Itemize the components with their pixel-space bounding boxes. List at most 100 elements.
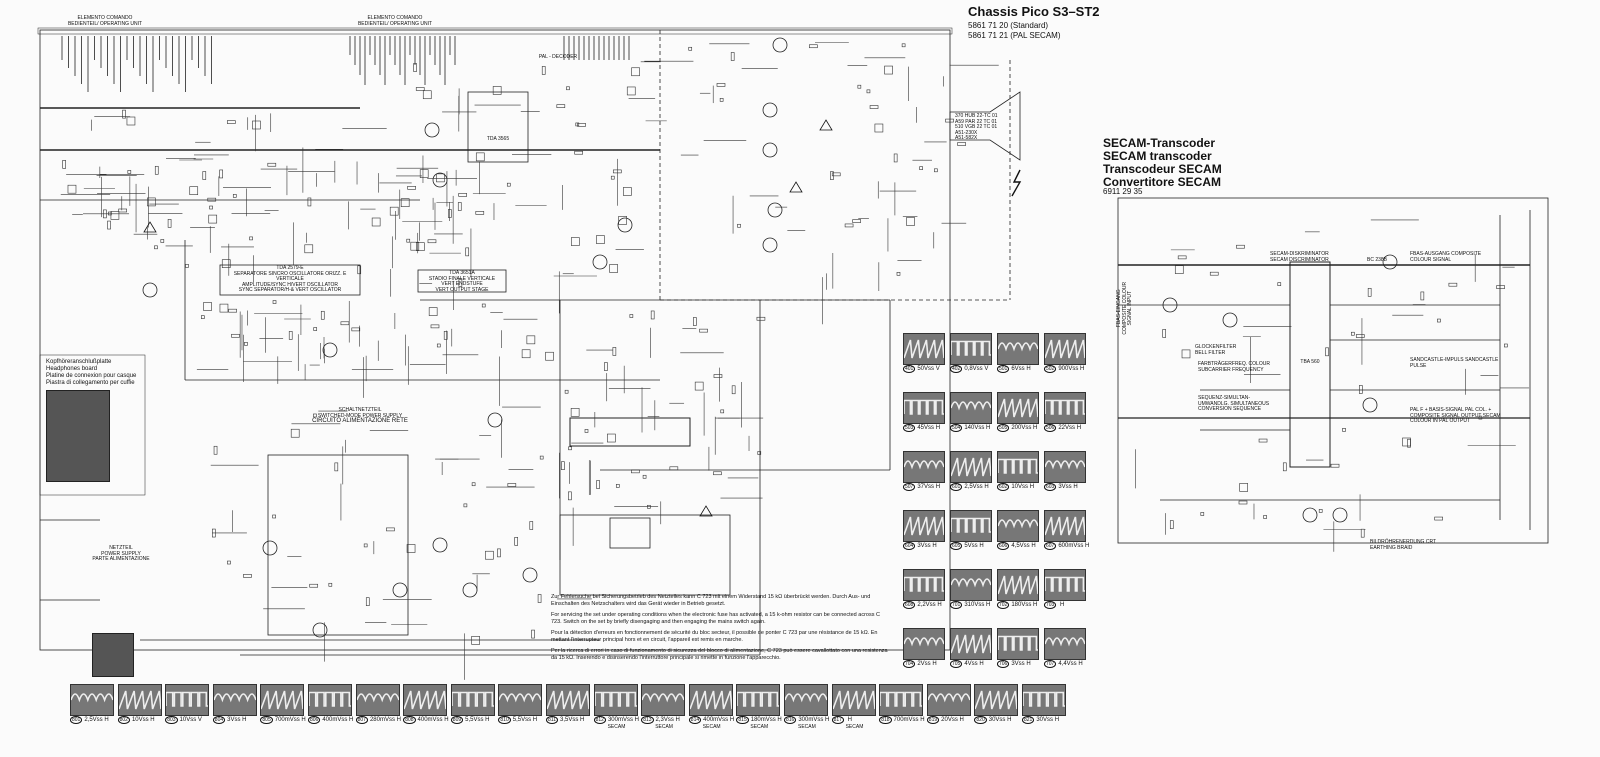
waveform-amplitude: 30Vss bbox=[1036, 717, 1055, 723]
waveform-813 bbox=[641, 684, 686, 716]
waveform-timebase: H bbox=[104, 717, 109, 723]
waveform-number: 821 bbox=[1022, 716, 1035, 724]
crt-type-list: 370 HUB 22-TC 01 A59 PAR 22 TC 01 510 VG… bbox=[955, 113, 1015, 142]
waveform-amplitude: 310Vss bbox=[964, 602, 987, 608]
smps-block: SCHALTNETZTEIL SWITCHED-MODE POWER SUPPL… bbox=[300, 407, 420, 425]
tda3651-de: VERT ENDSTUFE bbox=[441, 281, 483, 287]
crt-type: A59 PAR 22 TC 01 bbox=[955, 118, 998, 125]
waveform-amplitude: 4,4Vss bbox=[1058, 661, 1079, 667]
waveform-amplitude: 0,8Vss bbox=[964, 366, 985, 372]
waveform-timebase: H bbox=[349, 717, 354, 723]
crt-type: A51-230X bbox=[955, 129, 978, 136]
waveform-amplitude: 30Vss bbox=[988, 717, 1008, 723]
waveform-number: 810 bbox=[498, 716, 511, 724]
waveform-501 bbox=[997, 333, 1039, 365]
waveform-number: 502 bbox=[1044, 365, 1057, 373]
waveform-timebase: H bbox=[979, 661, 984, 667]
operating-unit-label-1: ELEMENTO COMANDO BEDIENTEIL/ OPERATING U… bbox=[60, 15, 150, 27]
waveform-timebase: H bbox=[932, 661, 937, 667]
waveform-amplitude: 180Vss bbox=[1011, 602, 1034, 608]
waveform-number: 820 bbox=[974, 716, 987, 724]
waveform-timebase: H bbox=[932, 543, 937, 549]
waveform-number: 702 bbox=[997, 601, 1010, 609]
smps-it: CIRCUITO ALIMENTAZIONE RETE bbox=[312, 418, 408, 424]
waveform-number: 819 bbox=[926, 716, 940, 724]
waveform-amplitude: 200Vss bbox=[1011, 425, 1034, 431]
waveform-timebase: H bbox=[920, 717, 925, 723]
waveform-806 bbox=[308, 684, 352, 716]
waveform-608 bbox=[903, 569, 945, 601]
waveform-amplitude: 180mVss bbox=[750, 717, 778, 723]
tda3651-block: TDA 3651A STADIO FINALE VERTICALE VERT E… bbox=[420, 270, 504, 293]
operating-unit-it: ELEMENTO COMANDO bbox=[367, 15, 423, 21]
secam-transistor-label: BC 238B bbox=[1366, 257, 1387, 263]
waveform-401 bbox=[903, 333, 945, 365]
waveform-label: 703 H bbox=[1044, 601, 1064, 609]
waveform-507 bbox=[903, 451, 945, 483]
chassis-title: Chassis Pico S3–ST2 bbox=[968, 4, 1100, 19]
tda3565-label: TDA 3565 bbox=[486, 136, 510, 142]
waveform-701 bbox=[950, 569, 992, 601]
waveform-timebase: H bbox=[984, 484, 989, 490]
waveform-number: 804 bbox=[212, 716, 226, 724]
waveform-number: 608 bbox=[903, 601, 916, 609]
waveform-timebase: H bbox=[1060, 602, 1065, 608]
waveform-amplitude: 2,3Vss bbox=[655, 717, 676, 723]
waveform-standard: SECAM bbox=[750, 724, 769, 730]
secam-ic-label: TBA 560 bbox=[1300, 359, 1320, 365]
waveform-timebase: H bbox=[1080, 366, 1085, 372]
waveform-timebase: H bbox=[1073, 484, 1078, 490]
waveform-timebase: H bbox=[935, 484, 941, 490]
waveform-819 bbox=[926, 684, 971, 716]
waveform-number: 707 bbox=[1044, 660, 1057, 668]
waveform-timebase: H bbox=[301, 717, 306, 723]
chassis-code-standard: 5861 71 20 (Standard) bbox=[968, 21, 1049, 30]
crt-type: 510 VGB 22 TC 01 bbox=[955, 124, 998, 130]
secam-code: 6911 29 35 bbox=[1103, 187, 1143, 196]
waveform-number: 505 bbox=[997, 424, 1010, 432]
waveform-amplitude: 2,5Vss bbox=[964, 484, 985, 490]
waveform-timebase: H bbox=[935, 425, 941, 431]
waveform-number: 401 bbox=[903, 365, 916, 373]
waveform-805 bbox=[260, 684, 305, 716]
waveform-amplitude: 10Vss bbox=[1011, 484, 1030, 490]
waveform-timebase: H bbox=[1031, 543, 1036, 549]
secam-title-it: Convertitore SECAM bbox=[1103, 175, 1222, 189]
smps-de: SCHALTNETZTEIL bbox=[338, 407, 382, 413]
waveform-timebase: H bbox=[1026, 366, 1031, 372]
waveform-702 bbox=[997, 569, 1039, 601]
waveform-number: 805 bbox=[260, 716, 273, 724]
waveform-706 bbox=[997, 628, 1039, 660]
service-notes: Zur Fehlersuche bei Sicherungsbetrieb de… bbox=[551, 594, 891, 666]
waveform-703 bbox=[1044, 569, 1086, 601]
waveform-timebase: H bbox=[1029, 484, 1035, 490]
waveform-number: 703 bbox=[1044, 601, 1057, 609]
waveform-601 bbox=[950, 451, 992, 483]
waveform-timebase: H bbox=[532, 717, 538, 723]
waveform-504 bbox=[950, 392, 992, 424]
tda2579-name: TDA 2579-E bbox=[276, 265, 304, 271]
operating-unit-label-2: ELEMENTO COMANDO BEDIENTEIL/ OPERATING U… bbox=[350, 15, 440, 27]
waveform-602 bbox=[997, 451, 1039, 483]
operating-unit-de-en: BEDIENTEIL/ OPERATING UNIT bbox=[67, 20, 143, 27]
waveform-815 bbox=[736, 684, 781, 716]
waveform-timebase: H bbox=[444, 717, 449, 723]
waveform-817 bbox=[831, 684, 876, 716]
waveform-timebase: H bbox=[729, 717, 735, 723]
service-note-de: Zur Fehlersuche bei Sicherungsbetrieb de… bbox=[551, 594, 871, 607]
waveform-amplitude: 3Vss bbox=[227, 717, 243, 723]
waveform-801 bbox=[70, 684, 114, 716]
waveform-amplitude: 37Vss bbox=[917, 484, 936, 490]
